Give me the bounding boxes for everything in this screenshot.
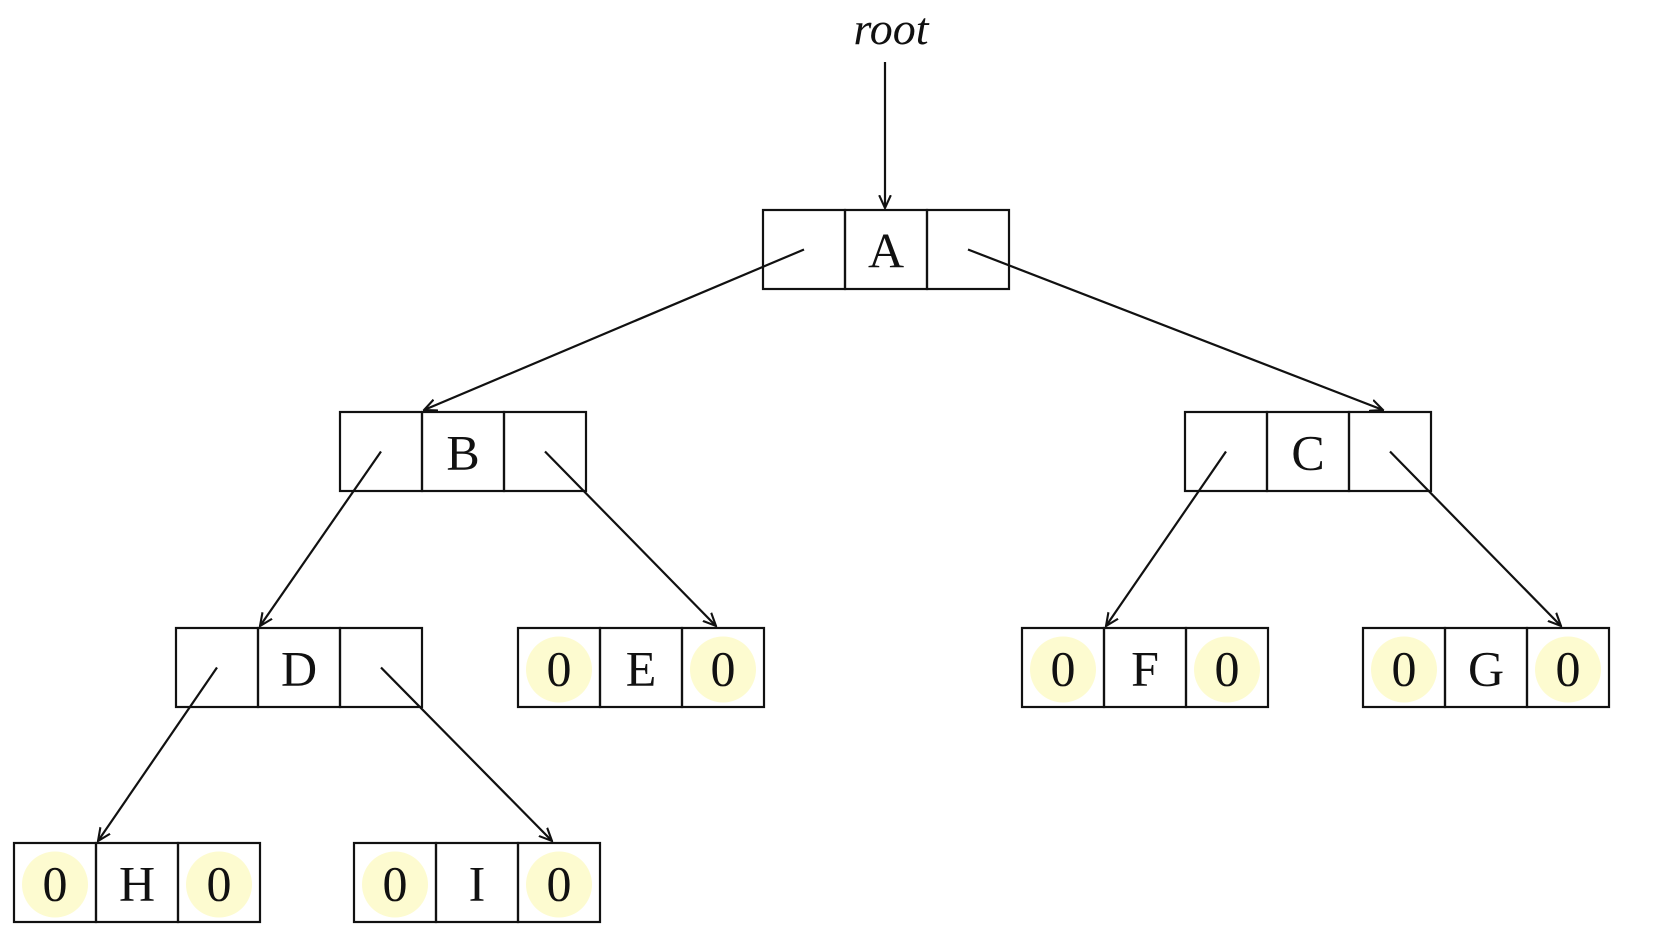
node-g-left-pointer-text: 0 — [1392, 641, 1417, 697]
edge-a-to-b — [424, 248, 805, 411]
node-f-left-pointer-text: 0 — [1051, 641, 1076, 697]
null-highlight — [186, 851, 252, 918]
edges-layer — [98, 62, 1561, 841]
node-b: B — [338, 410, 588, 493]
node-b-value-text: B — [446, 425, 479, 481]
edge-b-to-d — [260, 450, 382, 627]
node-i-right-pointer-text: 0 — [547, 856, 572, 912]
node-h-value-text: H — [119, 856, 155, 912]
edge-c-to-f — [1106, 450, 1227, 627]
node-f-right-pointer-text: 0 — [1215, 641, 1240, 697]
node-e-left-pointer-text: 0 — [547, 641, 572, 697]
node-e-right-pointer-cell — [680, 626, 766, 709]
node-a-value-text: A — [868, 223, 904, 279]
node-b-right-pointer-cell — [502, 410, 588, 493]
node-i-right-pointer-cell — [516, 841, 602, 924]
node-g-right-pointer-cell — [1525, 626, 1611, 709]
node-d-value-text: D — [281, 641, 317, 697]
node-g-value-text: G — [1468, 641, 1504, 697]
null-highlight — [22, 851, 88, 918]
edge-b-to-e — [544, 450, 716, 627]
null-highlight — [690, 636, 756, 703]
node-d: D — [174, 626, 424, 709]
node-c-right-pointer-cell — [1347, 410, 1433, 493]
edge-a-to-c — [967, 248, 1383, 411]
null-highlight — [526, 636, 592, 703]
node-h-left-pointer-text: 0 — [43, 856, 68, 912]
node-f-right-pointer-cell — [1184, 626, 1270, 709]
edge-d-to-i — [380, 666, 552, 842]
null-highlight — [362, 851, 428, 918]
node-c: C — [1183, 410, 1433, 493]
null-highlight — [526, 851, 592, 918]
null-highlight — [1371, 636, 1437, 703]
node-a-right-pointer-cell — [925, 208, 1011, 291]
node-e-value-text: E — [626, 641, 657, 697]
node-d-right-pointer-cell — [338, 626, 424, 709]
node-h-right-pointer-cell — [176, 841, 262, 924]
node-g-right-pointer-text: 0 — [1556, 641, 1581, 697]
null-highlight — [1194, 636, 1260, 703]
node-a: A — [761, 208, 1011, 291]
node-e-right-pointer-text: 0 — [711, 641, 736, 697]
root-label: root — [854, 3, 930, 54]
null-highlight — [1535, 636, 1601, 703]
edge-d-to-h — [98, 666, 218, 842]
node-h-right-pointer-text: 0 — [207, 856, 232, 912]
node-i-value-text: I — [469, 856, 486, 912]
edge-c-to-g — [1389, 450, 1561, 627]
node-i-left-pointer-text: 0 — [383, 856, 408, 912]
node-c-value-text: C — [1291, 425, 1324, 481]
null-highlight — [1030, 636, 1096, 703]
node-f-value-text: F — [1131, 641, 1159, 697]
node-i: 0 I 0 — [352, 841, 602, 924]
